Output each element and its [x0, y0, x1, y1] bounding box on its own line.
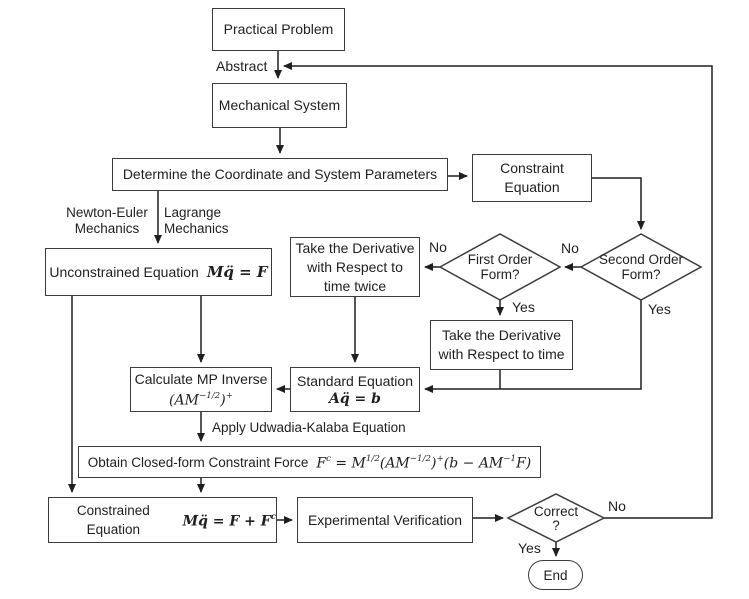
apply-udwadia-kalaba-label: Apply Udwadia-Kalaba Equation [212, 420, 406, 435]
first-order-diamond [438, 233, 562, 301]
standard-equation-content: Standard Equation Aq̈ = b [297, 372, 413, 408]
unconstrained-equation-label: Unconstrained Equation [49, 263, 199, 280]
unconstrained-equation-box: Unconstrained Equation Mq̈ = F [45, 248, 272, 296]
second-order-diamond [579, 233, 703, 301]
lagrange-label: Lagrange Mechanics [164, 205, 229, 236]
edge-constraint-to-second-order [592, 177, 645, 230]
edge-feedback-no-loop [283, 62, 713, 519]
standard-equation-box: Standard Equation Aq̈ = b [290, 367, 420, 412]
second-order-diamond-label: Second Order Form? [598, 252, 684, 282]
constraint-equation-box: Constraint Equation [472, 154, 592, 202]
end-node: End [528, 560, 583, 590]
yes-label-second-order: Yes [648, 301, 671, 317]
practical-problem-label: Practical Problem [223, 21, 334, 37]
newton-euler-label: Newton-Euler Mechanics [66, 205, 148, 236]
calculate-mp-inverse-label: Calculate MP Inverse [134, 370, 268, 387]
constrained-equation-label: Constrained Equation [76, 503, 150, 537]
constrained-equation-formula: Mq̈ = F + Fc [182, 511, 276, 530]
determine-parameters-label: Determine the Coordinate and System Para… [122, 166, 438, 182]
first-order-diamond-label: First Order Form? [467, 252, 533, 282]
no-label-first-order: No [429, 239, 447, 255]
obtain-constraint-force-label: Obtain Closed-form Constraint Force [87, 454, 309, 470]
derivative-twice-box: Take the Derivative with Respect to time… [290, 237, 420, 297]
constrained-equation-box: Constrained Equation Mq̈ = F + Fc [48, 497, 277, 543]
yes-label-first-order: Yes [512, 299, 535, 315]
derivative-twice-label: Take the Derivative with Respect to time… [295, 239, 415, 294]
yes-label-correct: Yes [518, 540, 541, 556]
standard-equation-formula: Aq̈ = b [329, 390, 381, 407]
derivative-once-label: Take the Derivative with Respect to time [438, 327, 565, 362]
correct-diamond-label: Correct ? [533, 504, 579, 533]
correct-diamond [506, 493, 606, 543]
mechanical-system-box: Mechanical System [212, 83, 347, 128]
obtain-constraint-force-box: Obtain Closed-form Constraint Force Fc =… [78, 446, 541, 478]
abstract-label: Abstract [216, 58, 268, 74]
calculate-mp-inverse-box: Calculate MP Inverse (AM−1/2)+ [130, 367, 272, 412]
experimental-verification-box: Experimental Verification [297, 497, 473, 543]
no-label-second-order: No [561, 240, 579, 256]
derivative-once-box: Take the Derivative with Respect to time [430, 320, 573, 370]
unconstrained-formula: Mq̈ = F [206, 262, 268, 281]
no-label-correct: No [608, 498, 626, 514]
constraint-equation-label: Constraint Equation [500, 160, 564, 195]
constraint-force-formula: Fc = M1/2(AM−1/2)+(b − AM−1F) [316, 453, 532, 472]
standard-equation-label: Standard Equation [297, 372, 413, 389]
determine-parameters-box: Determine the Coordinate and System Para… [112, 158, 448, 191]
end-label: End [543, 567, 568, 583]
calculate-mp-inverse-content: Calculate MP Inverse (AM−1/2)+ [135, 370, 268, 410]
experimental-verification-label: Experimental Verification [307, 511, 463, 528]
edge-second-order-yes-to-standard [424, 300, 642, 393]
mechanical-system-label: Mechanical System [218, 97, 341, 113]
practical-problem-box: Practical Problem [212, 8, 345, 51]
mp-inverse-formula: (AM−1/2)+ [169, 390, 233, 409]
